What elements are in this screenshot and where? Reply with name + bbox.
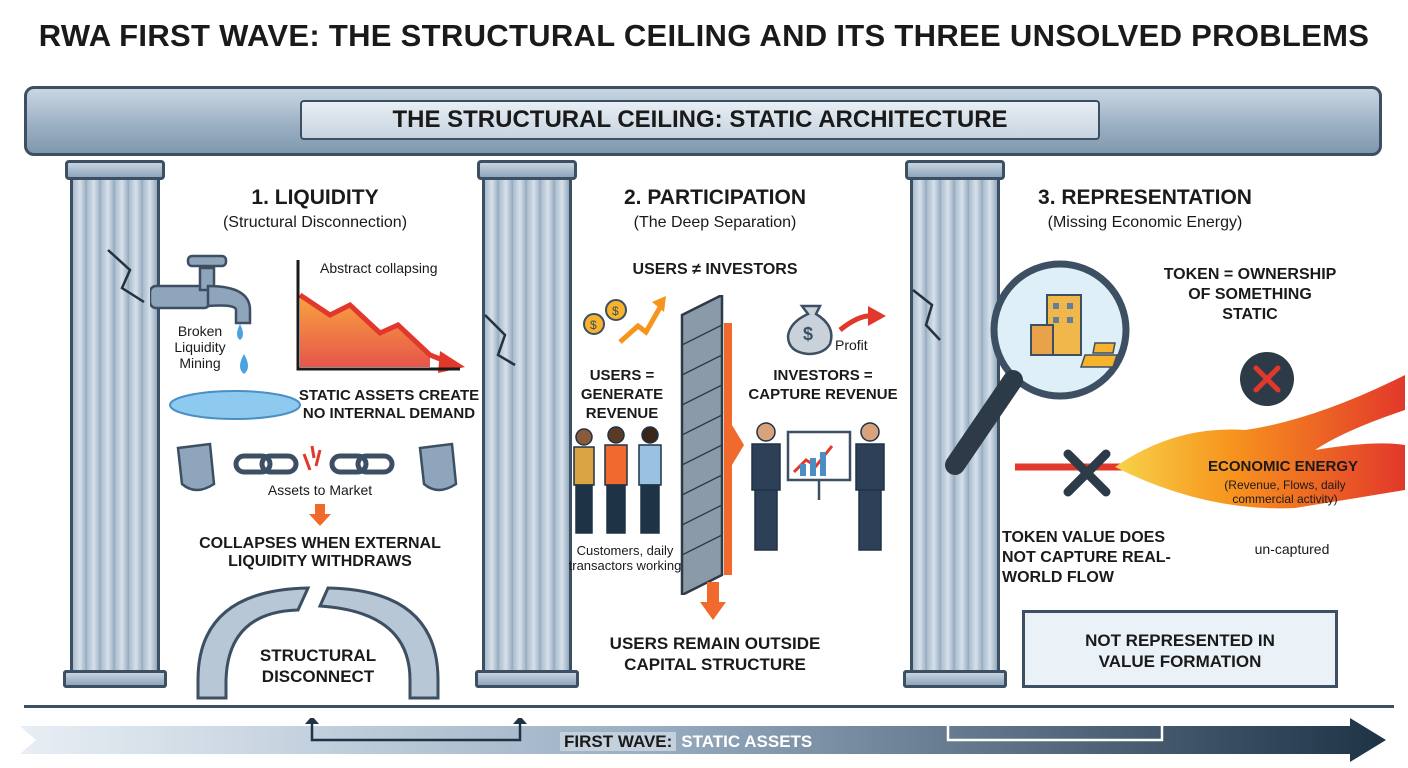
fire-flow-icon [1015,375,1405,509]
profit-label: Profit [835,337,868,353]
economic-energy-title: ECONOMIC ENERGY [1207,458,1358,475]
faucet-icon [150,254,252,325]
down-arrow-icon [309,504,331,526]
arch-label: STRUCTURAL DISCONNECT [259,646,377,686]
ceiling-beam [24,86,1382,156]
economic-energy-detail: (Revenue, Flows, daily commercial activi… [1224,478,1346,506]
investors-group-icon [751,422,885,551]
section-2-subheading: (The Deep Separation) [633,214,797,231]
static-assets-text: STATIC ASSETS CREATE NO INTERNAL DEMAND [298,387,480,422]
down-arrow-icon-2 [700,582,726,620]
money-bag-icon: $ [786,304,886,356]
users-label: USERS = GENERATE REVENUE [580,367,664,422]
building-icon [1030,294,1082,356]
token-value-text: TOKEN VALUE DOES NOT CAPTURE REAL-WORLD … [1002,529,1171,586]
x-mark-icon [1063,449,1111,497]
broken-chain-icon [176,442,458,492]
faucet-label: Broken Liquidity Mining [174,323,226,371]
declining-chart-icon [296,260,465,373]
users-remain-text: USERS REMAIN OUTSIDE CAPITAL STRUCTURE [609,634,821,674]
coin-icon: $ $ [583,296,666,344]
svg-text:$: $ [803,324,813,344]
section-3-subheading: (Missing Economic Energy) [1047,214,1243,231]
users-group-icon [573,426,662,534]
presentation-board-icon [786,430,852,500]
x-circle-icon [1240,352,1294,406]
brick-wall-icon [680,295,744,595]
not-represented-box: NOT REPRESENTED IN VALUE FORMATION [1022,610,1338,688]
water-puddle [169,390,301,420]
chart-label: Abstract collapsing [320,260,438,276]
users-investors-banner: USERS ≠ INVESTORS [632,261,798,278]
ceiling-label: THE STRUCTURAL CEILING: STATIC ARCHITECT… [300,100,1100,140]
column-1 [63,160,167,688]
first-wave-label-dark: FIRST WAVE: [560,732,677,751]
collapse-text: COLLAPSES WHEN EXTERNAL LIQUIDITY WITHDR… [199,535,441,570]
water-drop-icon [237,324,248,374]
broken-arch-icon [196,586,440,700]
gold-bars-icon [1079,342,1119,368]
token-ownership-text: TOKEN = OWNERSHIP OF SOMETHING STATIC [1163,266,1337,323]
section-1-heading: 1. LIQUIDITY [251,186,379,209]
column-2 [475,160,579,688]
column-cracks [107,249,941,367]
svg-text:$: $ [612,304,619,318]
magnifier-icon [945,260,1130,475]
section-1-subheading: (Structural Disconnection) [222,214,408,231]
page-title: RWA FIRST WAVE: THE STRUCTURAL CEILING A… [38,18,1370,53]
investors-label: INVESTORS = CAPTURE REVENUE [748,367,898,403]
first-wave-label-light: STATIC ASSETS [681,732,813,751]
first-wave-label: FIRST WAVE:STATIC ASSETS [560,730,860,754]
first-wave-arrow [20,718,1386,762]
ground-line [24,705,1394,708]
svg-text:$: $ [590,318,597,332]
uncaptured-label: un-captured [1254,541,1330,557]
section-2-heading: 2. PARTICIPATION [623,186,806,209]
column-3 [903,160,1007,688]
chain-label: Assets to Market [267,482,373,498]
customers-label: Customers, daily transactors working [568,543,682,573]
section-3-heading: 3. REPRESENTATION [1038,186,1252,209]
